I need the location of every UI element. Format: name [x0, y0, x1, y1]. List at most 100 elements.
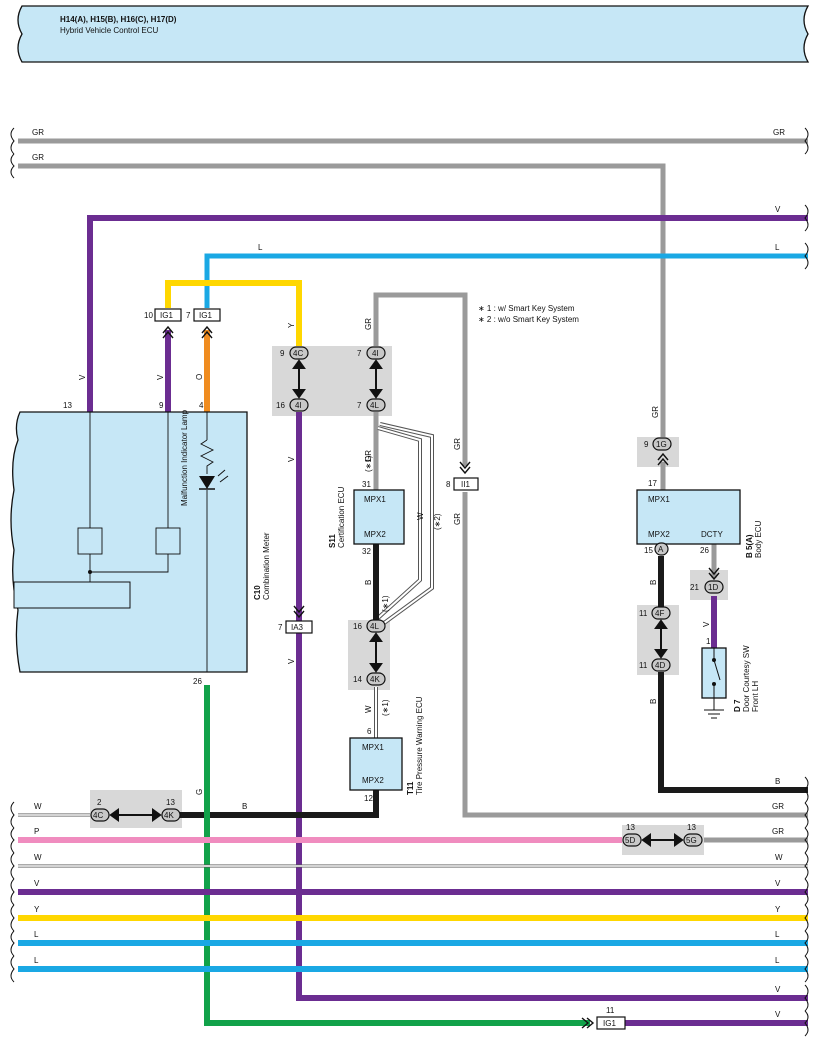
door-name: Door Courtesy SW	[742, 645, 751, 712]
connector-ia3-pin: 7	[278, 623, 283, 632]
svg-text:1G: 1G	[656, 440, 667, 449]
wire-l-ig1	[204, 253, 808, 308]
svg-text:B: B	[649, 699, 658, 704]
body-pin-26: 26	[700, 546, 709, 555]
svg-text:V: V	[702, 621, 711, 627]
svg-text:W: W	[34, 853, 42, 862]
oval-1g: 1G 9	[644, 437, 672, 451]
svg-text:V: V	[775, 1010, 781, 1019]
left-break-marks	[10, 127, 15, 983]
wire-b-4d-right	[658, 672, 808, 793]
tire-pin-6: 6	[367, 727, 372, 736]
svg-text:O: O	[195, 374, 204, 380]
connector-ii1-pin: 8	[446, 480, 451, 489]
svg-text:(∗1): (∗1)	[364, 455, 373, 472]
certification-ecu-box	[353, 489, 405, 545]
connector-ig1-b-label: IG1	[199, 311, 212, 320]
meter-name: Combination Meter	[262, 532, 271, 600]
svg-text:W: W	[775, 853, 783, 862]
arrow-ig1-bottom	[581, 1017, 595, 1029]
svg-text:4L: 4L	[370, 622, 379, 631]
svg-text:GR: GR	[453, 513, 462, 525]
arrow-1g	[657, 452, 669, 466]
switch-icon	[712, 648, 721, 698]
body-ecu-box	[636, 489, 741, 545]
svg-text:P: P	[34, 827, 39, 836]
svg-text:GR: GR	[772, 827, 784, 836]
svg-text:GR: GR	[651, 406, 660, 418]
svg-text:4K: 4K	[164, 811, 174, 820]
wire-y-loop	[165, 280, 302, 346]
svg-text:V: V	[78, 374, 87, 380]
oval-4l-top: 4L 7	[357, 398, 386, 412]
oval-4i-top: 4I 7	[357, 346, 386, 360]
wire-labels: GR GR GR V L L V V O Y GR GR GR GR V V G…	[32, 128, 785, 1019]
arrow-ii1	[459, 461, 471, 475]
svg-text:7: 7	[357, 349, 362, 358]
svg-text:W: W	[416, 512, 425, 520]
header-title: H14(A), H15(B), H16(C), H17(D)	[60, 15, 177, 24]
svg-text:4F: 4F	[655, 609, 664, 618]
svg-text:L: L	[34, 956, 39, 965]
arrow-ig1-b	[201, 325, 213, 339]
wire-v-4i-down	[296, 412, 808, 1001]
arrow-ig1-a	[162, 325, 174, 339]
svg-text:4D: 4D	[655, 661, 665, 670]
svg-text:4C: 4C	[293, 349, 303, 358]
connector-ia3	[285, 620, 313, 634]
meter-id: C10	[253, 585, 262, 600]
svg-text:B: B	[775, 777, 780, 786]
svg-text:(∗2): (∗2)	[433, 513, 442, 530]
svg-text:2: 2	[97, 798, 102, 807]
meter-pin-26: 26	[193, 677, 202, 686]
svg-text:4C: 4C	[93, 811, 103, 820]
svg-text:(∗1): (∗1)	[381, 595, 390, 612]
connector-ig1-bottom-label: IG1	[603, 1019, 616, 1028]
connector-ii1	[453, 477, 479, 491]
svg-text:(∗1): (∗1)	[381, 699, 390, 716]
oval-4k-mid: 4K 14	[353, 672, 386, 686]
wire-w-star2-inner	[379, 423, 433, 627]
cert-pin-31: 31	[362, 480, 371, 489]
svg-text:4L: 4L	[370, 401, 379, 410]
door-pin-1: 1	[706, 637, 711, 646]
svg-text:21: 21	[690, 583, 699, 592]
meter-pin-4: 4	[199, 401, 204, 410]
door-sub: Front LH	[751, 681, 760, 712]
svg-text:V: V	[287, 456, 296, 462]
svg-text:GR: GR	[453, 438, 462, 450]
svg-text:GR: GR	[772, 802, 784, 811]
svg-text:L: L	[34, 930, 39, 939]
svg-text:B: B	[649, 580, 658, 585]
double-arrow-4c-4k	[109, 808, 162, 822]
double-arrow-4c-4i	[292, 359, 383, 399]
svg-text:11: 11	[639, 661, 648, 670]
body-name: Body ECU	[754, 520, 763, 558]
ground-icon	[704, 698, 724, 719]
meter-bar	[13, 581, 131, 609]
svg-text:GR: GR	[364, 450, 373, 462]
svg-text:GR: GR	[773, 128, 785, 137]
note-2: ∗ 2 : w/o Smart Key System	[478, 315, 579, 324]
svg-text:13: 13	[626, 823, 635, 832]
note-1: ∗ 1 : w/ Smart Key System	[478, 304, 575, 313]
oval-4c-w: 4C 2	[90, 798, 110, 822]
tire-mpx2: MPX2	[362, 776, 384, 785]
tire-pin-12: 12	[364, 794, 373, 803]
svg-text:GR: GR	[32, 153, 44, 162]
svg-text:B: B	[364, 580, 373, 585]
oval-a: A	[654, 542, 669, 556]
body-mpx1: MPX1	[648, 495, 670, 504]
led-icon	[199, 469, 229, 490]
body-pin-17: 17	[648, 479, 657, 488]
oval-1d: 1D 21	[690, 580, 724, 594]
double-arrow-5d-5g	[641, 833, 684, 847]
tire-id: T11	[406, 781, 415, 795]
svg-text:5D: 5D	[625, 836, 635, 845]
double-arrow-4l-4k	[369, 632, 383, 673]
oval-4l-mid: 4L 16	[353, 619, 386, 633]
svg-text:Y: Y	[34, 905, 40, 914]
svg-text:B: B	[242, 802, 247, 811]
lamp-label: Malfunction Indicator Lamp	[180, 409, 189, 506]
